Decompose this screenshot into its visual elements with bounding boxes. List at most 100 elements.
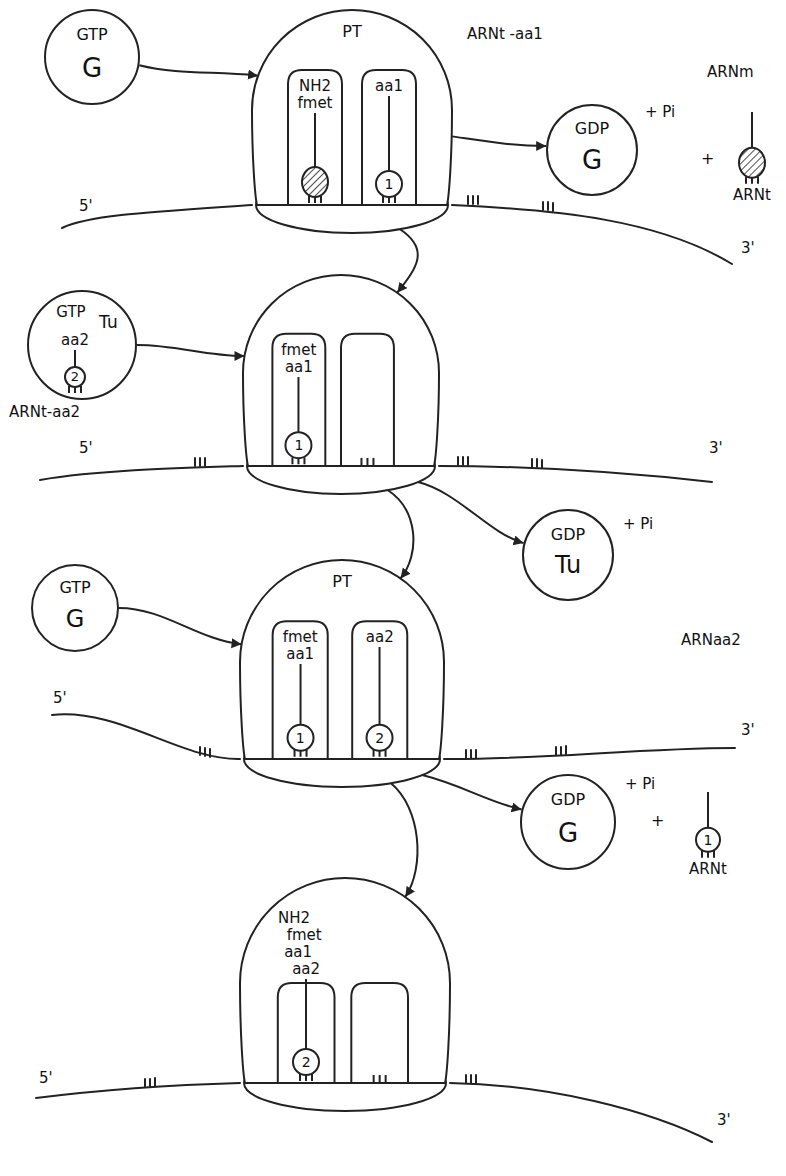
diagram-label: 3'	[716, 1112, 732, 1129]
trna: aa2 2	[55, 332, 95, 394]
trna-number: 1	[384, 176, 395, 192]
amino-acid-label: fmet	[296, 95, 333, 112]
ribosome: fmetaa11	[243, 275, 439, 496]
reaction-arrow	[449, 136, 547, 146]
amino-acid-label: aa1	[284, 359, 314, 376]
mrna-strand	[439, 466, 712, 482]
diagram-label: + Pi	[624, 776, 656, 793]
released-trna: ARNt	[728, 112, 776, 204]
reaction-arrow	[418, 482, 524, 543]
reaction-arrow	[139, 65, 258, 75]
diagram-label: ARNm	[706, 64, 755, 81]
nucleotide-label: GTP	[55, 304, 86, 321]
anticodon-ticks	[746, 177, 758, 184]
anticodon-loop	[293, 1049, 319, 1075]
large-subunit	[240, 560, 444, 759]
trna: fmetaa11	[275, 342, 322, 465]
trna-stem	[74, 350, 76, 367]
amino-acid-label: NH2	[298, 78, 332, 95]
diagram-label: ARNaa2	[680, 632, 742, 649]
diagram-label: ARNt-aa2	[8, 404, 81, 421]
factor-name: G	[81, 54, 103, 84]
site-label: PT	[331, 573, 352, 591]
codon-ticks	[361, 458, 373, 465]
anticodon-ticks	[702, 851, 714, 858]
ribosome-site	[351, 983, 408, 1083]
ribosome: PT NH2fmet aa1 1	[252, 10, 452, 235]
trna-name: ARNt	[732, 187, 772, 204]
large-subunit	[252, 10, 452, 205]
amino-acid-label: NH2	[277, 910, 311, 927]
mrna-strand	[52, 714, 240, 759]
trna-number: 2	[301, 1054, 312, 1070]
nucleotide-label: GDP	[550, 526, 586, 544]
ribosome-site	[362, 70, 416, 205]
diagram-label: + Pi	[622, 516, 654, 533]
diagram-label: 5'	[78, 198, 94, 215]
reaction-arrow	[422, 775, 521, 810]
nucleotide-label: GDP	[574, 120, 610, 138]
nucleotide-label: GDP	[550, 791, 586, 809]
amino-acid-label: aa1	[283, 944, 313, 961]
trna-stem	[305, 979, 307, 1049]
mrna-strand	[450, 1083, 712, 1142]
diagram-label: 3'	[708, 440, 724, 457]
trna-stem	[751, 112, 753, 148]
reaction-arrow	[119, 608, 242, 644]
amino-acid-label: fmet	[280, 342, 317, 359]
diagram-label: 3'	[740, 240, 756, 257]
ribosome-site	[272, 334, 325, 466]
ribosome-site	[288, 70, 342, 205]
anticodon-loop	[65, 367, 85, 387]
anticodon-ticks	[294, 750, 306, 757]
anticodon-ticks	[383, 196, 395, 203]
diagram-label: +	[700, 150, 715, 168]
anticodon-ticks	[374, 750, 386, 757]
reaction-arrow	[391, 783, 418, 897]
trna-number: 2	[70, 370, 80, 385]
factor-circle: GDP G	[520, 774, 616, 870]
peptidyl-trna: NH2fmetaa1aa2 2	[268, 910, 344, 1082]
trna: NH2fmet	[291, 78, 339, 204]
amino-acid-label: aa2	[60, 332, 90, 349]
anticodon-ticks	[69, 386, 81, 393]
trna-stem	[298, 377, 300, 432]
circle-outline	[521, 775, 615, 869]
mrna-strand	[452, 205, 732, 264]
circle-outline	[32, 565, 118, 651]
codon-ticks	[374, 1075, 386, 1082]
amino-acid-label: aa2	[291, 961, 321, 978]
site-label: PT	[341, 23, 362, 41]
amino-acid-label: aa1	[374, 78, 404, 95]
mrna-strand	[444, 748, 735, 759]
anticodon-ticks	[309, 196, 321, 203]
trna: aa22	[355, 629, 404, 758]
factor-name: G	[65, 606, 86, 634]
ribosome: NH2fmetaa1aa2 2	[240, 878, 450, 1113]
diagram-label: 3'	[740, 722, 756, 739]
ribosome-site	[273, 621, 328, 759]
large-subunit	[240, 878, 450, 1083]
amino-acid-label: aa2	[365, 629, 395, 646]
factor-circle: GTPG	[31, 564, 119, 652]
factor-name: G	[581, 146, 603, 176]
amino-acid-label: fmet	[282, 629, 319, 646]
trna: fmetaa11	[276, 629, 325, 758]
reaction-arrow	[388, 490, 413, 578]
anticodon-ticks	[293, 457, 305, 464]
factor-name: Tu	[98, 313, 119, 333]
trna-stem	[707, 792, 709, 828]
released-trna: ARNt1	[682, 792, 734, 878]
reaction-arrow	[137, 345, 244, 356]
circle-outline	[45, 10, 139, 104]
codon-ticks	[468, 196, 553, 211]
diagram-label: ARNt -aa1	[466, 26, 544, 43]
amino-acid-label: fmet	[286, 927, 323, 944]
anticodon-loop	[286, 432, 312, 458]
diagram-label: 5'	[52, 690, 68, 707]
amino-acid-label: aa1	[285, 646, 315, 663]
trna-stem	[379, 647, 381, 725]
factor-name: G	[557, 819, 579, 849]
ribosome: PT fmetaa11 aa22	[240, 560, 444, 789]
ribosome-outline	[252, 10, 452, 235]
